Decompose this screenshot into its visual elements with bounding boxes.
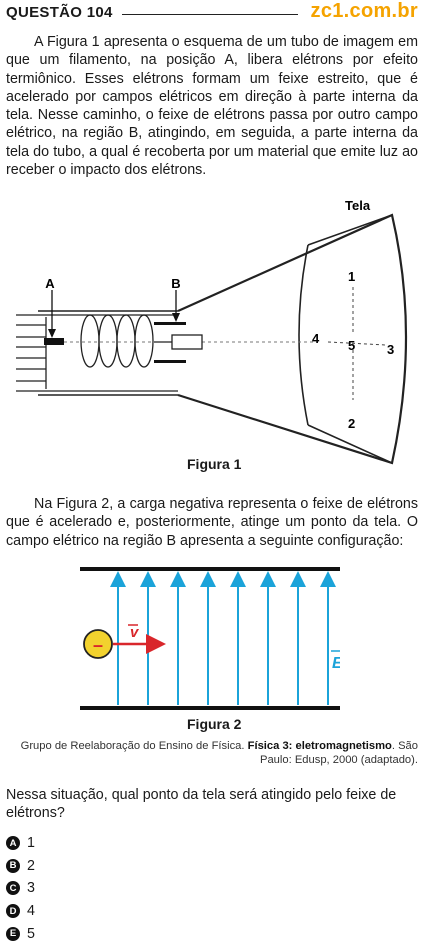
point-1: 1 [348, 269, 355, 284]
option-c-text: 3 [27, 880, 35, 897]
figure-2-field-diagram: – v E [80, 567, 340, 710]
velocity-label: v [130, 624, 140, 641]
option-c[interactable]: C 3 [6, 877, 35, 900]
source-prefix: Grupo de Reelaboração do Ensino de Físic… [20, 740, 248, 752]
option-a[interactable]: A 1 [6, 832, 35, 855]
intro-paragraph: A Figura 1 apresenta o esquema de um tub… [6, 34, 418, 179]
charge-sign: – [93, 635, 103, 655]
plate-top [154, 322, 186, 325]
negative-charge [83, 629, 113, 659]
option-d[interactable]: D 4 [6, 900, 35, 923]
field-lines [110, 571, 336, 705]
option-a-text: 1 [27, 835, 35, 852]
header-divider [122, 14, 298, 15]
screen-inner-curve [298, 244, 309, 426]
option-e[interactable]: E 5 [6, 922, 35, 945]
electron-gun [171, 334, 203, 350]
question-header: QUESTÃO 104 zc1.com.br [6, 0, 418, 25]
option-b-text: 2 [27, 857, 35, 874]
option-e-text: 5 [27, 925, 35, 942]
figure-1-caption: Figura 1 [187, 456, 242, 472]
answer-options: A 1 B 2 C 3 D 4 E 5 [6, 832, 35, 945]
question-number: QUESTÃO 104 [6, 4, 113, 21]
option-d-text: 4 [27, 903, 35, 920]
point-3: 3 [387, 342, 394, 357]
option-b-bullet: B [6, 858, 20, 873]
option-a-bullet: A [6, 836, 20, 851]
label-a: A [45, 276, 55, 291]
source-title: Física 3: eletromagnetismo [247, 740, 392, 752]
source-suffix: . São Paulo: Edusp, 2000 (adaptado). [260, 740, 418, 766]
tube-outline [177, 213, 408, 465]
field-label: E [332, 655, 340, 672]
point-5: 5 [348, 338, 355, 353]
option-c-bullet: C [6, 881, 20, 896]
option-e-bullet: E [6, 926, 20, 941]
second-paragraph: Na Figura 2, a carga negativa representa… [6, 496, 418, 549]
label-b: B [171, 276, 180, 291]
plate-bottom [154, 360, 186, 363]
filament-a [44, 338, 64, 345]
option-b[interactable]: B 2 [6, 855, 35, 878]
figure-1-tube-diagram: A B Tela 1 2 3 4 5 [16, 198, 408, 465]
screen-label: Tela [345, 198, 371, 213]
point-2: 2 [348, 416, 355, 431]
option-d-bullet: D [6, 904, 20, 919]
brand-logo-text[interactable]: zc1.com.br [310, 0, 418, 22]
point-4: 4 [312, 331, 320, 346]
question-text: Nessa situação, qual ponto da tela será … [6, 787, 397, 822]
figure-source: Grupo de Reelaboração do Ensino de Físic… [6, 739, 418, 767]
figure-2-caption: Figura 2 [187, 716, 242, 732]
